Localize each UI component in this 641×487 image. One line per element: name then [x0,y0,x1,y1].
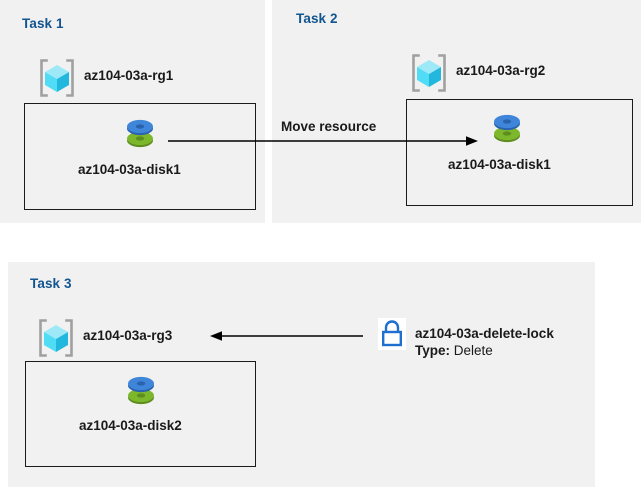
resource-group-icon [36,57,78,99]
lock-type-key: Type: [415,343,451,358]
lock-icon [378,318,406,350]
disk-label-1: az104-03a-disk1 [78,162,181,177]
resource-group-label-1: az104-03a-rg1 [84,68,174,83]
disk-label-3: az104-03a-disk2 [79,418,182,433]
resource-group-icon [408,52,450,94]
resource-group-boundary-3 [25,361,256,467]
task-1-title: Task 1 [22,16,64,31]
lock-name-label: az104-03a-delete-lock [415,326,554,341]
resource-group-label-3: az104-03a-rg3 [83,328,173,343]
resource-group-icon [35,317,77,359]
resource-group-boundary-1 [24,103,256,210]
managed-disk-icon [486,108,528,150]
lock-type-value: Delete [453,343,493,358]
move-resource-connector-label: Move resource [281,119,377,134]
managed-disk-icon [120,370,162,412]
resource-group-label-2: az104-03a-rg2 [456,63,546,78]
lock-type-line: Type: Delete [415,343,493,358]
task-panel-1 [0,0,265,223]
task-3-title: Task 3 [30,276,72,291]
task-panel-2 [272,0,641,223]
disk-label-2: az104-03a-disk1 [448,157,551,172]
managed-disk-icon [119,113,161,155]
task-panel-3 [8,262,595,487]
resource-group-boundary-2 [406,99,633,206]
task-2-title: Task 2 [296,11,338,26]
